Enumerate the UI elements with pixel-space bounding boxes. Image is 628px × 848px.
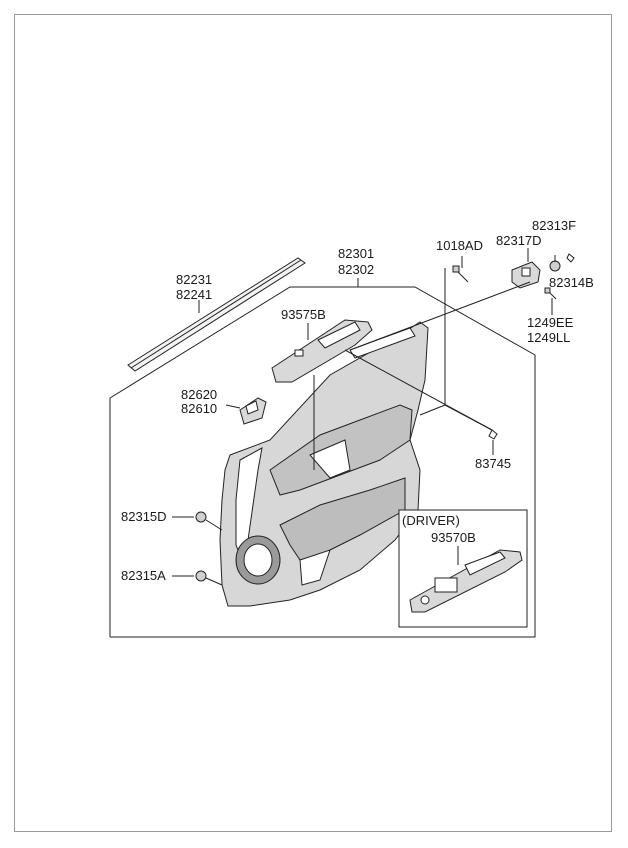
label-fastener: 83745 [475, 456, 511, 471]
label-inside-handle-2: 82610 [181, 401, 217, 416]
door-trim-panel-part [219, 321, 429, 607]
label-weatherstrip-2: 82241 [176, 287, 212, 302]
inside-handle-part [239, 397, 267, 425]
label-inside-handle-1: 82620 [181, 387, 217, 402]
leader-inside-handle [225, 404, 241, 409]
label-driver-title: (DRIVER) [402, 513, 460, 528]
label-switch-assembly: 93575B [281, 307, 326, 322]
cap-b-part [566, 253, 575, 263]
fastener-clip-part [488, 429, 498, 440]
label-bracket: 82317D [496, 233, 542, 248]
clip-d-part [195, 511, 207, 523]
assembly-outline [109, 286, 536, 638]
label-cap-f: 82313F [532, 218, 576, 233]
leader-clip-d-panel [205, 519, 223, 531]
weatherstrip-part [127, 257, 306, 372]
label-clip-a: 82315A [121, 568, 166, 583]
leader-clip-a-panel [205, 577, 223, 586]
pull-handle-bracket-part [511, 261, 541, 289]
label-bolt: 1018AD [436, 238, 483, 253]
label-door-panel-2: 82302 [338, 262, 374, 277]
assembly-leaders [313, 268, 531, 470]
screw-part [544, 287, 557, 300]
label-driver-part: 93570B [431, 530, 476, 545]
clip-a-part [195, 570, 207, 582]
cap-f-part [549, 255, 561, 272]
label-clip-d: 82315D [121, 509, 167, 524]
label-screw-2: 1249LL [527, 330, 570, 345]
label-cap-b: 82314B [549, 275, 594, 290]
switch-assembly-part [271, 319, 373, 383]
driver-switch-part [409, 549, 523, 613]
bolt-part [452, 265, 469, 283]
label-door-panel-1: 82301 [338, 246, 374, 261]
label-screw-1: 1249EE [527, 315, 574, 330]
label-weatherstrip-1: 82231 [176, 272, 212, 287]
